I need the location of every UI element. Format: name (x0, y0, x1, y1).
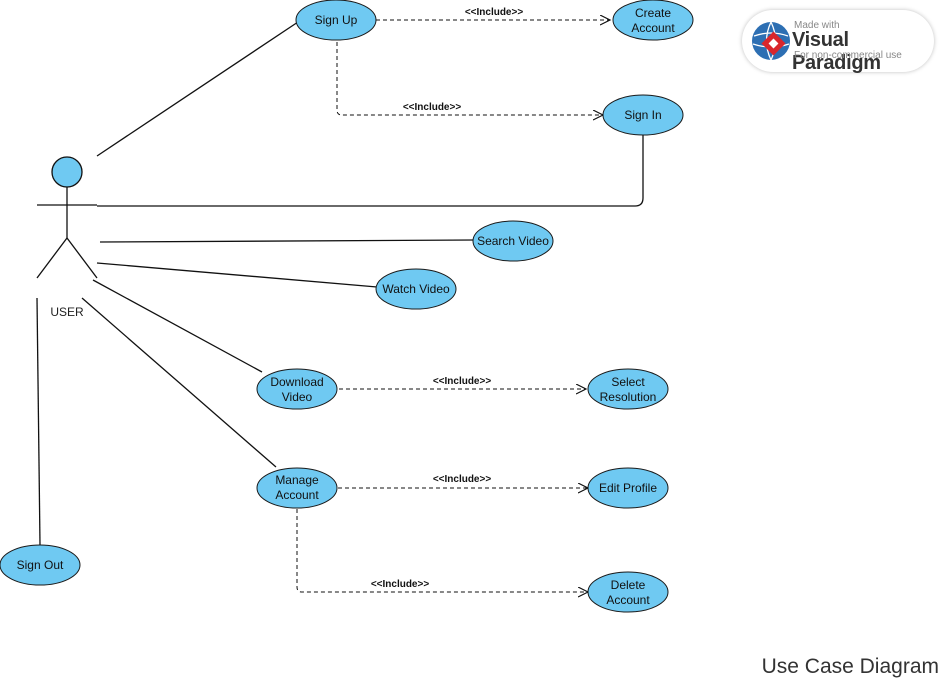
use-case-shape (587, 467, 669, 509)
use-case-shape (587, 368, 669, 410)
actor-right-leg (66, 237, 98, 279)
assoc-watch-video (96, 262, 378, 288)
use-case-select-resolution: Select Resolution (587, 368, 669, 410)
use-case-shape (0, 544, 81, 586)
assoc-sign-out (36, 297, 41, 546)
use-case-label: Watch Video (382, 282, 450, 296)
use-case-shape (602, 94, 684, 136)
use-case-label: Search Video (477, 234, 549, 248)
use-case-manage-account: Manage Account (256, 467, 338, 509)
use-case-label-line-2: Video (282, 390, 313, 404)
include-label-edit-profile: <<Include>> (433, 474, 492, 485)
use-case-download-video: Download Video (256, 368, 338, 410)
include-label-delete-account: <<Include>> (371, 579, 430, 590)
associations (36, 21, 644, 546)
assoc-manage-account (81, 297, 277, 468)
use-case-label-line-1: Delete (611, 578, 646, 592)
watermark-note: For non-commercial use (794, 50, 902, 61)
include-label-select-resolution: <<Include>> (433, 376, 492, 387)
watermark-brand: Visual Paradigm (792, 29, 881, 74)
use-case-label: Sign In (624, 108, 661, 122)
assoc-download-video (92, 279, 263, 373)
use-case-shape (256, 368, 338, 410)
use-case-sign-in: Sign In (602, 94, 684, 136)
use-case-label-line-2: Account (631, 21, 675, 35)
use-case-shape (375, 268, 457, 310)
use-case-label-line-1: Select (611, 375, 645, 389)
use-case-shape (587, 571, 669, 613)
use-case-label: Sign Up (315, 13, 358, 27)
actor-user: USER (36, 156, 98, 319)
use-case-label-line-2: Account (275, 488, 319, 502)
use-case-watch-video: Watch Video (375, 268, 457, 310)
assoc-search-video (99, 239, 475, 243)
use-case-shape (256, 467, 338, 509)
use-case-label-line-1: Download (270, 375, 323, 389)
visual-paradigm-logo-icon (752, 21, 790, 61)
include-delete-account (296, 509, 588, 592)
include-label-sign-in: <<Include>> (403, 102, 462, 113)
use-case-label-line-1: Manage (275, 473, 319, 487)
use-case-shape (295, 0, 377, 41)
use-case-sign-up: Sign Up (295, 0, 377, 41)
include-relations: <<Include>> <<Include>> <<Include>> <<In… (296, 7, 610, 592)
use-case-delete-account: Delete Account (587, 571, 669, 613)
include-sign-in (336, 42, 603, 115)
use-case-search-video: Search Video (472, 220, 554, 262)
actor-label: USER (50, 305, 84, 319)
use-case-label: Edit Profile (599, 481, 657, 495)
actor-left-leg (36, 237, 68, 279)
use-case-label-line-2: Resolution (600, 390, 657, 404)
use-case-label-line-2: Account (606, 593, 650, 607)
use-case-edit-profile: Edit Profile (587, 467, 669, 509)
assoc-sign-in (97, 134, 644, 207)
watermark-made-with: Made with (794, 20, 840, 31)
use-case-label-line-1: Create (635, 6, 671, 20)
visual-paradigm-watermark: Made with Visual Paradigm For non-commer… (742, 10, 934, 74)
use-case-shape (612, 0, 694, 41)
use-case-create-account: Create Account (612, 0, 694, 41)
use-case-label: Sign Out (17, 558, 64, 572)
include-label-create-account: <<Include>> (465, 7, 524, 18)
assoc-sign-up (96, 21, 299, 157)
use-case-sign-out: Sign Out (0, 544, 81, 586)
diagram-title: Use Case Diagram (761, 655, 939, 678)
actor-head (51, 156, 83, 188)
use-case-shape (472, 220, 554, 262)
